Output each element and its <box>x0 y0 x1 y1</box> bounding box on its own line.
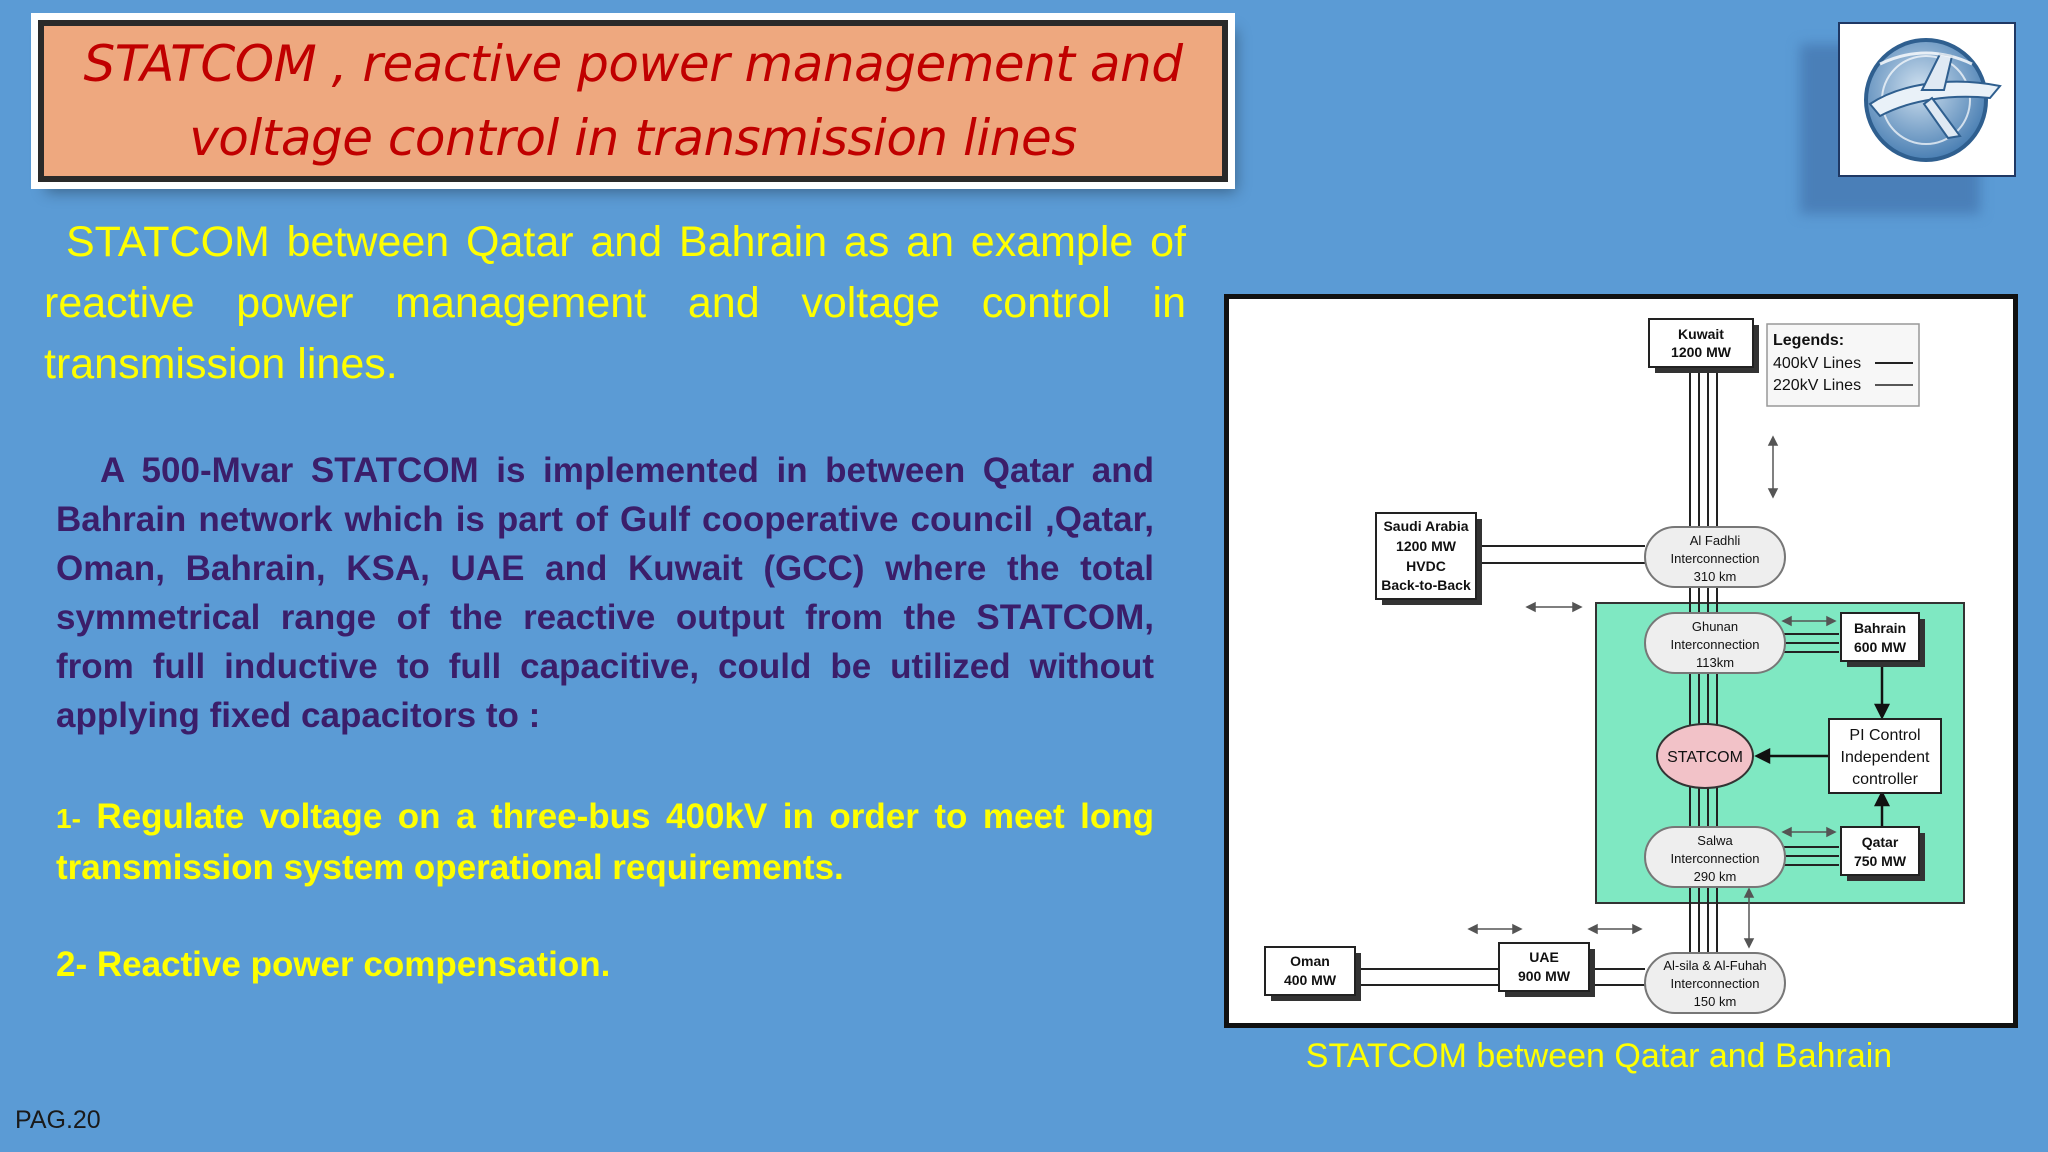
oman-capacity: 400 MW <box>1284 972 1337 988</box>
kuwait-capacity: 1200 MW <box>1671 344 1732 360</box>
gcc-interconnection-diagram: Kuwait 1200 MW Legends: 400kV Lines 220k… <box>1224 294 2018 1028</box>
alfadhli-type: Interconnection <box>1671 551 1760 566</box>
node-al-fadhli: Al Fadhli Interconnection 310 km <box>1644 526 1786 588</box>
uae-capacity: 900 MW <box>1518 968 1571 984</box>
bahrain-name: Bahrain <box>1854 620 1906 636</box>
point-1-text: Regulate voltage on a three-bus 400kV in… <box>56 797 1154 887</box>
point-2-text: Reactive power compensation. <box>96 945 611 984</box>
diagram-caption: STATCOM between Qatar and Bahrain <box>1305 1037 1893 1075</box>
node-qatar: Qatar 750 MW <box>1840 826 1925 881</box>
node-uae: UAE 900 MW <box>1498 942 1595 997</box>
salwa-name: Salwa <box>1697 833 1733 848</box>
ghunan-name: Ghunan <box>1692 619 1738 634</box>
bahrain-capacity: 600 MW <box>1854 639 1907 655</box>
node-saudi-arabia: Saudi Arabia 1200 MW HVDC Back-to-Back <box>1375 512 1482 605</box>
flow-arrows <box>1467 435 1837 949</box>
qatar-name: Qatar <box>1862 834 1899 850</box>
legend-400kv: 400kV Lines <box>1773 355 1861 372</box>
node-bahrain: Bahrain 600 MW <box>1840 612 1925 667</box>
control-arrows <box>1754 663 1891 829</box>
oman-name: Oman <box>1290 953 1330 969</box>
alsila-type: Interconnection <box>1671 976 1760 991</box>
kuwait-name: Kuwait <box>1678 326 1724 342</box>
university-logo <box>1838 22 2016 177</box>
university-logo-airplane-globe-icon <box>1864 38 2002 162</box>
alsila-length: 150 km <box>1694 994 1737 1009</box>
uae-name: UAE <box>1529 949 1559 965</box>
node-statcom: STATCOM <box>1656 723 1754 789</box>
point-1: 1- Regulate voltage on a three-bus 400kV… <box>56 792 1154 892</box>
node-salwa: Salwa Interconnection 290 km <box>1644 826 1786 888</box>
node-ghunan: Ghunan Interconnection 113km <box>1644 612 1786 674</box>
point-2-number: 2- <box>56 945 88 984</box>
title-line-1: STATCOM , reactive power management and <box>83 35 1183 93</box>
legend-220kv: 220kV Lines <box>1773 377 1861 394</box>
point-1-number: 1- <box>56 803 81 834</box>
node-kuwait: Kuwait 1200 MW <box>1648 318 1759 373</box>
statcom-label: STATCOM <box>1667 749 1743 766</box>
saudi-type: HVDC <box>1406 558 1446 574</box>
saudi-lines <box>1481 545 1645 564</box>
alfadhli-name: Al Fadhli <box>1690 533 1741 548</box>
salwa-length: 290 km <box>1694 869 1737 884</box>
ghunan-length: 113km <box>1696 655 1734 670</box>
diagram-svg: Kuwait 1200 MW Legends: 400kV Lines 220k… <box>1264 318 1965 1014</box>
slide-subtitle: STATCOM between Qatar and Bahrain as an … <box>44 218 1186 388</box>
node-al-sila: Al-sila & Al-Fuhah Interconnection 150 k… <box>1644 952 1786 1014</box>
pi-line-2: Independent <box>1841 749 1931 766</box>
pi-line-1: PI Control <box>1849 727 1920 744</box>
node-oman: Oman 400 MW <box>1264 946 1361 1001</box>
diagram-legend: Legends: 400kV Lines 220kV Lines <box>1766 323 1920 407</box>
legend-title: Legends: <box>1773 332 1844 349</box>
title-line-2: voltage control in transmission lines <box>189 109 1077 167</box>
saudi-config: Back-to-Back <box>1381 577 1471 593</box>
body-paragraph: A 500-Mvar STATCOM is implemented in bet… <box>56 451 1154 735</box>
point-2: 2- Reactive power compensation. <box>56 940 1154 989</box>
page-number: PAG.20 <box>15 1106 101 1134</box>
node-pi-controller: PI Control Independent controller <box>1828 718 1942 794</box>
saudi-capacity: 1200 MW <box>1396 538 1457 554</box>
title-banner: STATCOM , reactive power management and … <box>38 20 1228 182</box>
salwa-type: Interconnection <box>1671 851 1760 866</box>
pi-line-3: controller <box>1852 771 1918 788</box>
alfadhli-length: 310 km <box>1694 569 1737 584</box>
qatar-capacity: 750 MW <box>1854 853 1907 869</box>
alsila-name: Al-sila & Al-Fuhah <box>1663 958 1766 973</box>
saudi-name: Saudi Arabia <box>1383 518 1468 534</box>
ghunan-type: Interconnection <box>1671 637 1760 652</box>
